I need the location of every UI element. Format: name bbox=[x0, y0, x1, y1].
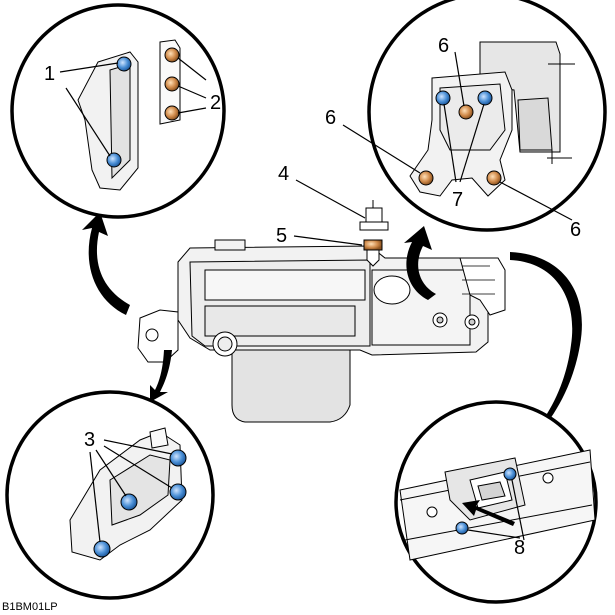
callout-1: 1 bbox=[44, 63, 55, 85]
reference-code: B1BM01LP bbox=[2, 601, 58, 613]
fastener-7-right bbox=[477, 90, 493, 106]
insertion-arrow bbox=[462, 500, 515, 526]
callout-7: 7 bbox=[452, 189, 463, 211]
callout-2: 2 bbox=[210, 92, 221, 114]
fastener-8-lower bbox=[455, 521, 469, 535]
callout-4: 4 bbox=[278, 163, 289, 185]
callout-8: 8 bbox=[514, 537, 525, 559]
fastener-1-lower bbox=[106, 152, 122, 168]
callout-6-top: 6 bbox=[438, 35, 449, 57]
fastener-1-upper bbox=[116, 56, 132, 72]
fastener-2-c bbox=[164, 105, 180, 121]
fastener-6-right bbox=[486, 170, 502, 186]
fastener-7-left bbox=[435, 90, 451, 106]
callout-5: 5 bbox=[276, 225, 287, 247]
callout-6-right: 6 bbox=[570, 219, 581, 241]
fastener-3-b bbox=[169, 483, 187, 501]
fastener-3-c bbox=[120, 493, 138, 511]
stud-callouts: 4 5 bbox=[276, 163, 366, 247]
direction-arrows bbox=[82, 212, 582, 432]
detail-circle-top-right: 6 6 6 7 bbox=[325, 0, 607, 241]
callout-6-left: 6 bbox=[325, 107, 336, 129]
fastener-3-d bbox=[93, 540, 111, 558]
fastener-3-a bbox=[169, 449, 187, 467]
fastener-6-upper bbox=[458, 104, 474, 120]
detail-circle-bottom-left: 3 bbox=[5, 390, 215, 600]
detail-circle-top-left: 1 2 bbox=[10, 3, 226, 219]
fastener-2-a bbox=[164, 47, 180, 63]
detail-circle-bottom-right: 8 bbox=[394, 400, 598, 604]
fastener-6-left bbox=[418, 170, 434, 186]
callout-3: 3 bbox=[84, 429, 95, 451]
fastener-8-upper bbox=[503, 467, 517, 481]
fastener-2-b bbox=[164, 76, 180, 92]
main-unit bbox=[137, 200, 506, 423]
